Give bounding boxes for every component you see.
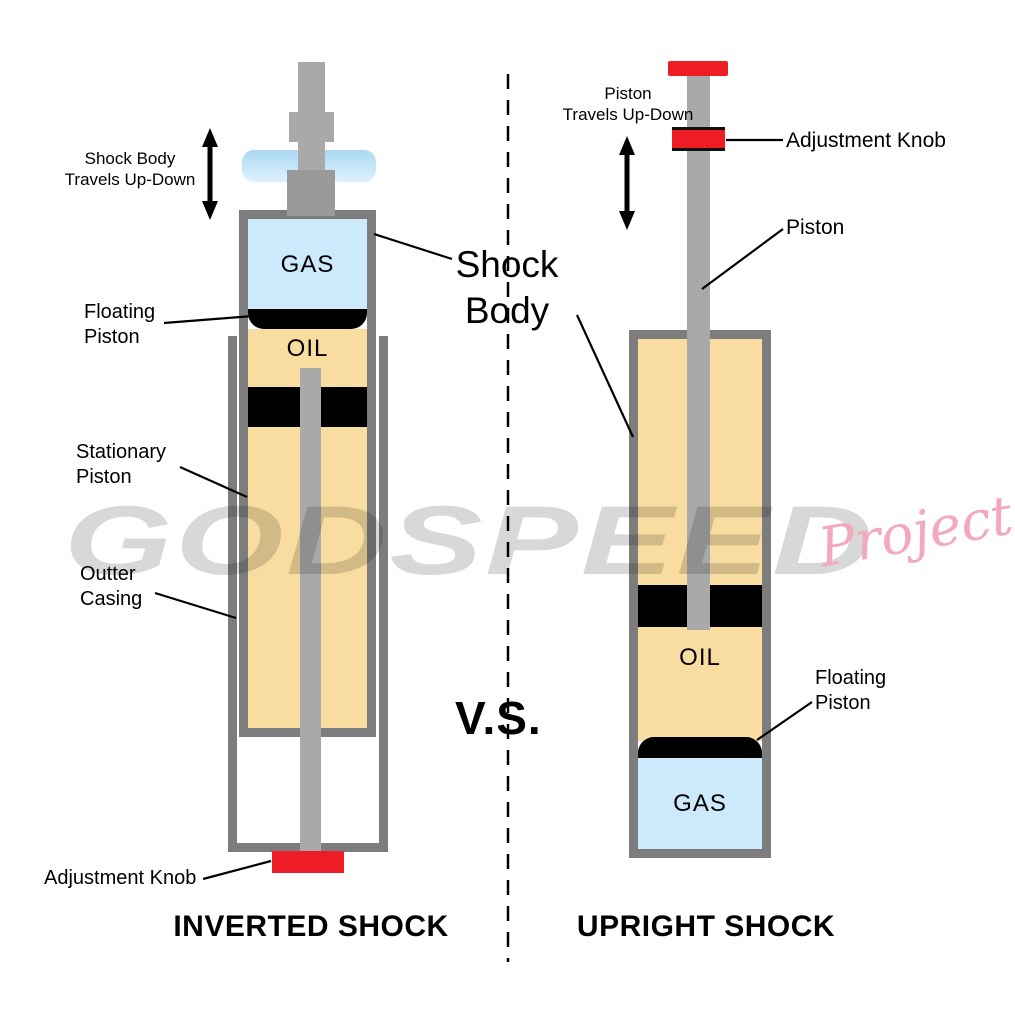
inverted-top-shaft-mount-block [287,170,335,216]
upright-gas-chamber: GAS [638,758,762,849]
up-down-arrow-left [202,128,218,220]
floating-piston-left-label: Floating Piston [84,301,156,348]
gas-label-left: GAS [280,251,335,278]
upright-adjustment-knob [672,127,725,151]
piston-travel-label: Piston Travels Up-Down [562,84,694,125]
upright-piston-left-block [638,585,688,627]
inverted-top-shaft-collar [289,112,334,142]
inverted-floating-piston [248,309,367,329]
inverted-gas-chamber: GAS [248,219,367,311]
inverted-piston-rod [300,368,321,858]
oil-label-right: OIL [679,644,721,671]
watermark-project-text: Project [814,483,1015,580]
shock-body-travel-label: Shock Body Travels Up-Down [64,149,196,190]
outer-casing-leader-line [154,591,237,620]
adjustment-knob-left-label: Adjustment Knob [44,867,197,889]
piston-label: Piston [786,216,845,239]
inverted-stationary-piston-left-block [248,387,300,427]
adjustment-knob-right-label: Adjustment Knob [786,129,946,152]
upright-piston-rod [687,76,710,630]
upright-piston-right-block [710,585,762,627]
up-down-arrow-right [619,136,635,230]
upright-shock-caption: UPRIGHT SHOCK [576,910,836,943]
stationary-piston-label: Stationary Piston [76,441,167,488]
upright-top-cap [668,61,728,76]
upright-floating-piston [638,737,762,758]
oil-label-left: OIL [286,335,329,362]
adjustment-knob-left-leader-line [202,859,272,881]
gas-label-right: GAS [673,789,727,817]
inverted-stationary-piston-right-block [320,387,367,427]
shock-body-label: Shock Body [455,244,559,332]
inverted-shock-caption: INVERTED SHOCK [173,910,449,943]
inverted-adjustment-knob [272,851,344,873]
vs-label: V.S. [455,692,542,744]
floating-piston-right-label: Floating Piston [815,667,887,714]
piston-leader-line [701,228,784,290]
outer-casing-label: Outter Casing [80,563,143,610]
